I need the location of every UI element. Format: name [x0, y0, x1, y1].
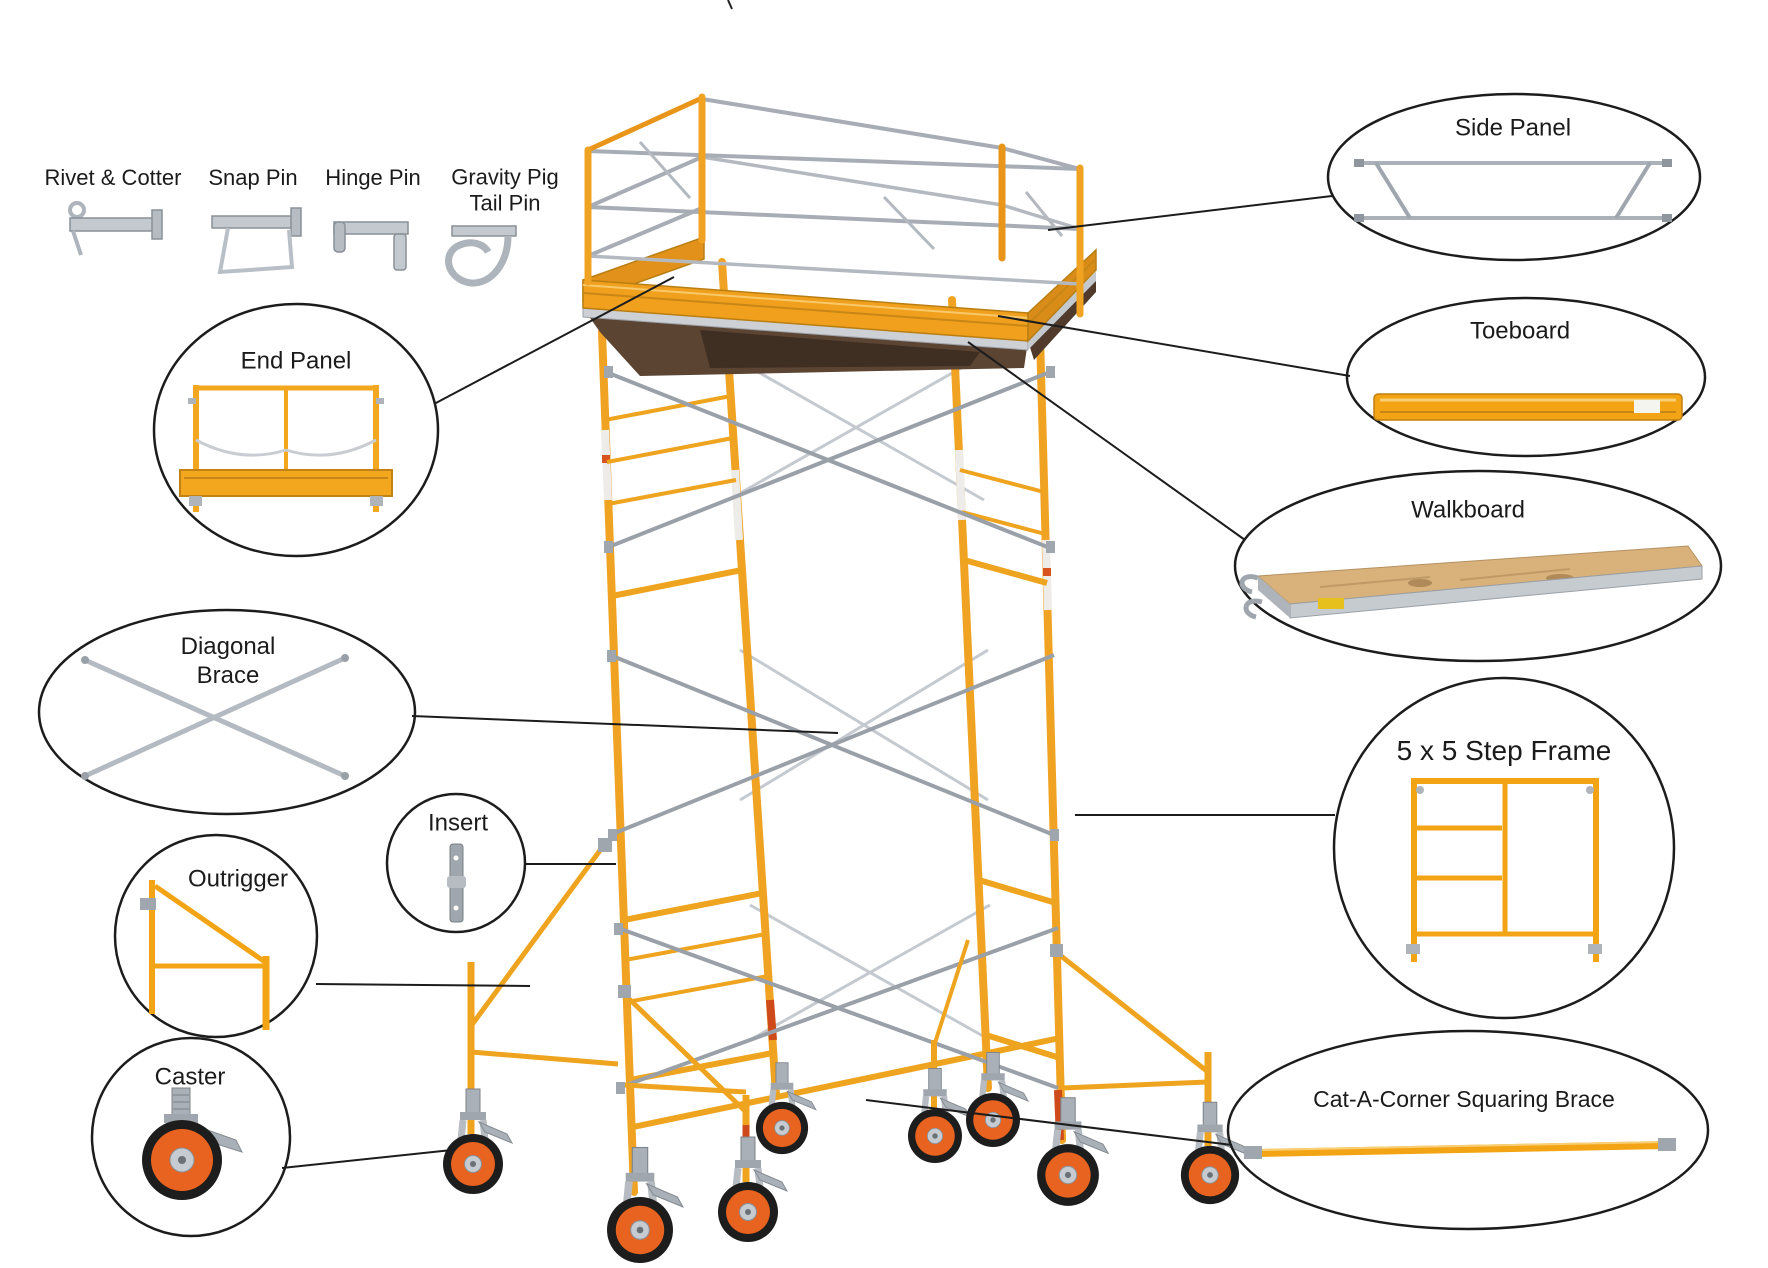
end-panel-label: End Panel: [240, 347, 352, 375]
side-panel-icon: [1354, 159, 1672, 222]
left-frame-rungs: [604, 394, 774, 1083]
right-frame-rungs: [959, 468, 1061, 1061]
toeboard-callout: [1345, 296, 1707, 458]
gravity-pig-tail-pin-icon: [445, 225, 517, 287]
brace-lugs: [604, 366, 1059, 1094]
walkboard-label: Walkboard: [1411, 496, 1525, 524]
caster-label: Caster: [154, 1063, 226, 1091]
leader-lines: [281, 195, 1351, 1169]
toeboard-leader-line: [997, 315, 1351, 377]
diagonal-brace-callout: [37, 608, 417, 816]
cat-a-corner-label: Cat-A-Corner Squaring Brace: [1313, 1086, 1615, 1113]
side-panel-label: Side Panel: [1454, 114, 1572, 142]
side-panel-callout: [1326, 92, 1702, 262]
snap-pin-label: Snap Pin: [208, 164, 298, 190]
step-frame-label: 5 x 5 Step Frame: [1396, 735, 1612, 767]
rear-cross-braces: [727, 353, 991, 1042]
hardware-pin-icons: [68, 201, 517, 287]
caster-callout: [90, 1036, 292, 1238]
outrigger-leader-line: [315, 983, 531, 987]
step-frame-icon: [1406, 778, 1602, 962]
gravity-pig-tail-pin-label: Gravity Pig Tail Pin: [451, 164, 559, 216]
outrigger-callout: [113, 833, 319, 1039]
insert-icon: [447, 843, 466, 923]
guardrail: [584, 93, 1084, 318]
end-panel-icon: [179, 385, 393, 512]
page-edge-artifact: [727, 0, 733, 10]
caster-leader-line: [281, 1149, 453, 1169]
insert-label: Insert: [427, 809, 489, 837]
end-panel-leader-line: [433, 276, 675, 405]
diagonal-brace-leader-line: [411, 715, 839, 734]
insert-callout: [385, 792, 527, 934]
outriggers: [467, 838, 1212, 1182]
hinge-pin-icon: [333, 221, 409, 271]
diagonal-brace-icon: [81, 654, 349, 780]
toeboard-label: Toeboard: [1469, 317, 1571, 345]
walkboard-icon: [1239, 545, 1703, 620]
front-cross-braces: [605, 370, 1059, 1090]
snap-pin-icon: [211, 207, 302, 275]
step-frame-callout: [1332, 676, 1676, 1020]
end-panel-callout: [152, 302, 440, 558]
cat-a-corner-callout: [1226, 1029, 1710, 1231]
diagonal-brace-label: Diagonal Brace: [180, 633, 276, 689]
walkboard-callout: [1233, 469, 1723, 663]
leg-coupling-bands: [601, 429, 1064, 1141]
toeboard-icon: [1373, 393, 1683, 421]
callout-outlines: [37, 92, 1723, 1238]
hinge-pin-label: Hinge Pin: [325, 164, 421, 190]
cat-a-corner-leader-line: [865, 1099, 1233, 1146]
scaffold-tower: [443, 93, 1248, 1263]
walkboard-leader-line: [967, 341, 1246, 541]
rivet-cotter-label: Rivet & Cotter: [44, 164, 182, 190]
caster-icon: [142, 1087, 243, 1200]
rivet-cotter-pin-icon: [68, 201, 163, 256]
cat-a-corner-icon: [1244, 1138, 1676, 1159]
outrigger-label: Outrigger: [187, 865, 289, 893]
outrigger-icon: [140, 880, 270, 1030]
side-panel-leader-line: [1047, 195, 1333, 231]
